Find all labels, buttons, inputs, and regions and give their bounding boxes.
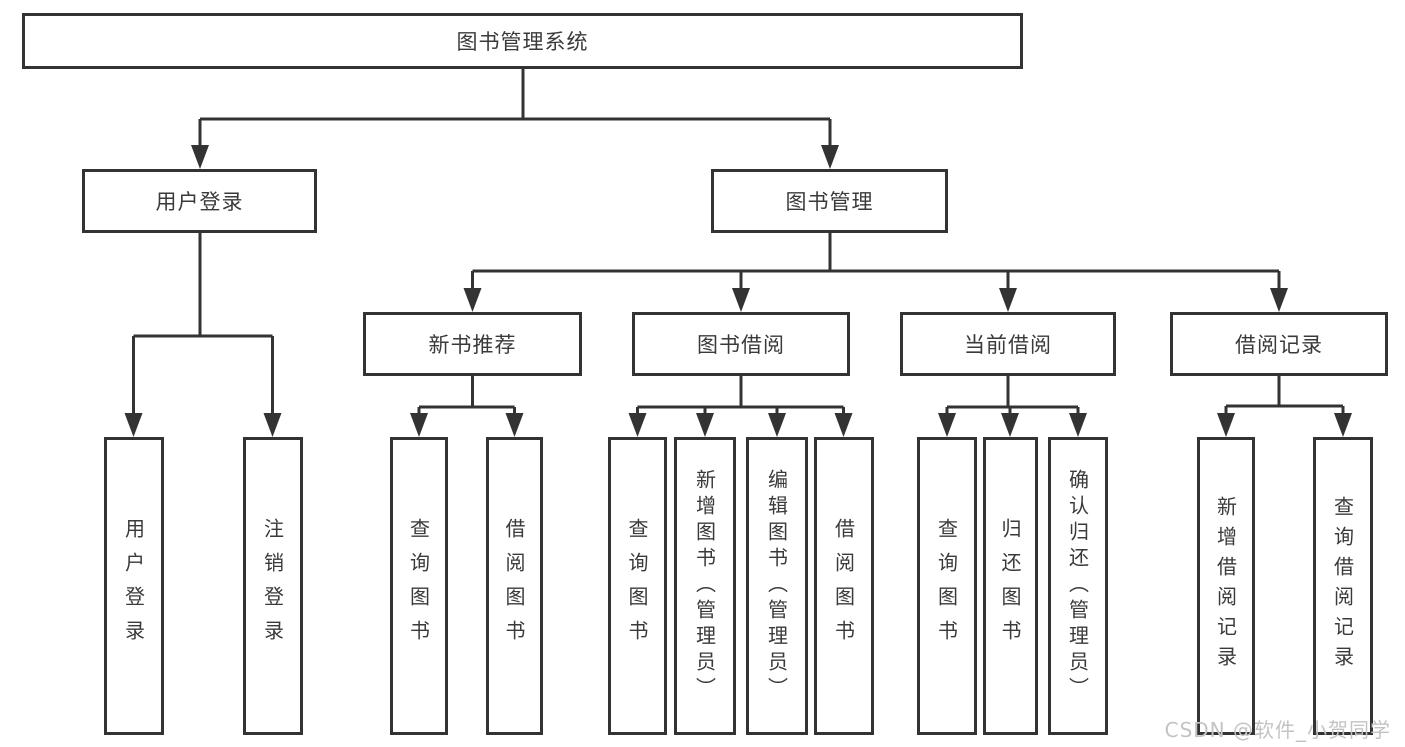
node-new-book-recommend: 新书推荐 [363, 312, 582, 376]
node-user-login: 用户登录 [82, 169, 317, 233]
leaf-add-borrow-record: 新增借阅记录 [1197, 437, 1255, 735]
leaf-logout: 注销登录 [243, 437, 303, 735]
node-book-borrow: 图书借阅 [632, 312, 850, 376]
watermark: CSDN @软件_小贺同学 [1164, 718, 1391, 742]
leaf-query-books-borrow: 查询图书 [608, 437, 667, 735]
leaf-borrow-books: 借阅图书 [814, 437, 874, 735]
node-borrow-records: 借阅记录 [1170, 312, 1388, 376]
leaf-user-login: 用户登录 [104, 437, 164, 735]
leaf-confirm-return-admin: 确认归还（管理员） [1048, 437, 1108, 735]
leaf-add-books-admin: 新增图书（管理员） [674, 437, 736, 735]
leaf-return-books: 归还图书 [983, 437, 1038, 735]
node-book-management: 图书管理 [711, 169, 948, 233]
node-root: 图书管理系统 [22, 13, 1023, 69]
leaf-query-books-recommend: 查询图书 [390, 437, 448, 735]
leaf-query-borrow-record: 查询借阅记录 [1313, 437, 1373, 735]
leaf-borrow-books-recommend: 借阅图书 [486, 437, 543, 735]
arrowheads [124, 145, 1352, 437]
node-current-borrow: 当前借阅 [900, 312, 1116, 376]
leaf-query-books-current: 查询图书 [917, 437, 977, 735]
leaf-edit-books-admin: 编辑图书（管理员） [746, 437, 808, 735]
